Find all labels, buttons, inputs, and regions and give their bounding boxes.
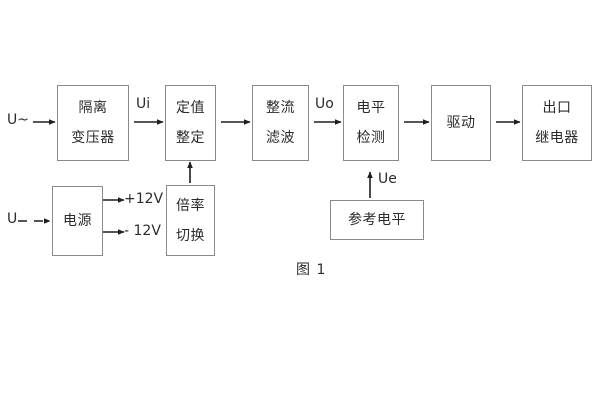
block-multiplier-switch[interactable]: 倍率 切换 [166, 185, 215, 256]
signal-label-ui: Ui [136, 96, 151, 112]
block-label-line: 参考电平 [348, 212, 406, 228]
block-label-line: 切换 [176, 227, 205, 244]
block-reference-level[interactable]: 参考电平 [330, 200, 424, 240]
block-label-line: 隔离 [78, 100, 108, 116]
block-label-line: 整流 [266, 100, 295, 116]
signal-label-ue: Ue [378, 171, 397, 187]
block-label-line: 检测 [356, 130, 386, 146]
block-setting-value[interactable]: 定值 整定 [165, 85, 216, 161]
signal-label-uo: Uo [315, 96, 334, 112]
block-level-detection[interactable]: 电平 检测 [343, 85, 399, 161]
block-output-relay[interactable]: 出口 继电器 [522, 85, 592, 161]
block-label-line: 出口 [542, 100, 572, 116]
block-label-line: 变压器 [71, 130, 115, 146]
signal-label-u-dc: U [7, 211, 18, 227]
block-label-line: 整定 [176, 130, 205, 146]
figure-caption: 图 1 [296, 262, 327, 278]
block-label-line: 倍率 [176, 197, 205, 214]
block-label-line: 驱动 [446, 115, 476, 131]
block-label-line: 电平 [356, 100, 386, 116]
signal-label-rail-positive: +12V [124, 191, 164, 207]
block-drive[interactable]: 驱动 [431, 85, 491, 161]
block-power-supply[interactable]: 电源 [52, 186, 103, 256]
block-label-line: 继电器 [535, 130, 579, 146]
block-rectify-filter[interactable]: 整流 滤波 [252, 85, 309, 161]
block-label-line: 定值 [176, 100, 205, 116]
block-label-line: 电源 [63, 213, 92, 229]
signal-label-rail-negative: - 12V [124, 223, 161, 239]
signal-label-u-ac: U~ [7, 112, 29, 128]
block-label-line: 滤波 [266, 130, 295, 146]
block-isolation-transformer[interactable]: 隔离 变压器 [57, 85, 129, 161]
